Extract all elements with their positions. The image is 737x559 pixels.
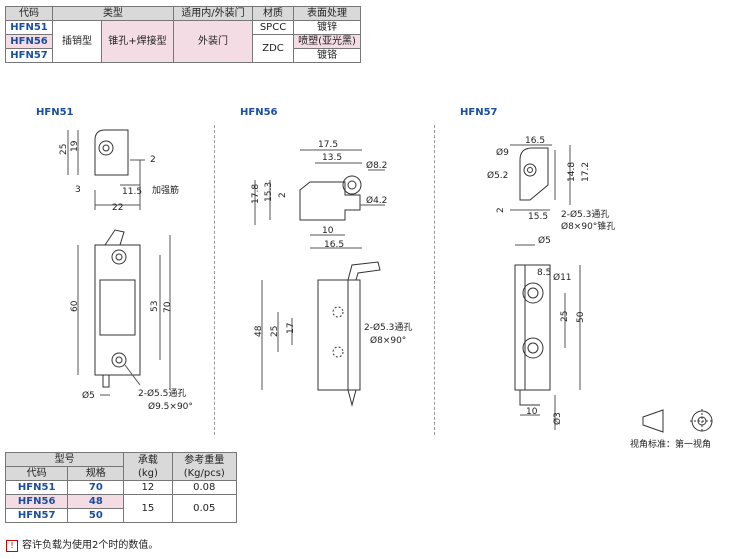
row-code: HFN51: [4, 480, 69, 495]
dim-label: 15.5: [528, 212, 548, 222]
dim-label: 11.5: [122, 187, 142, 197]
title-hfn56: HFN56: [240, 107, 278, 118]
projection-label: 视角标准：第一视角: [630, 438, 711, 450]
dim-label: 2: [496, 207, 506, 213]
type-pin: 插销型: [52, 20, 102, 63]
hfn56-front-view: [261, 261, 381, 407]
dim-label: 70: [163, 301, 173, 313]
row-weight: 0.08: [171, 480, 238, 495]
title-hfn57: HFN57: [460, 107, 498, 118]
dim-label: 2: [278, 192, 288, 198]
header-code: 代码: [4, 466, 69, 481]
row-code: HFN57: [5, 48, 53, 63]
title-hfn51: HFN51: [36, 107, 74, 118]
hole-note: 2-Ø5.5通孔: [138, 388, 186, 399]
hole-note: Ø8×90°锥孔: [561, 220, 615, 232]
dim-label: Ø5.2: [487, 170, 508, 181]
hfn51-front-view: [77, 229, 171, 396]
dimension-labels: 25 19 2 3 11.5 22 加强筋 60 53 70 Ø5 2-Ø5.5…: [59, 136, 711, 450]
dim-label: 2: [150, 155, 156, 165]
projection-symbol: [642, 409, 714, 433]
hole-note: Ø8×90°: [370, 335, 406, 346]
load-table: 型号 承载 (kg) 参考重量 (Kg/pcs) 代码 规格 HFN51 70 …: [4, 452, 238, 523]
dim-label: 17.2: [581, 162, 591, 182]
dim-label: 25: [560, 311, 570, 322]
dim-label: 10: [526, 407, 538, 417]
door-type: 外装门: [173, 20, 253, 63]
footnote: ! 容许负载为使用2个时的数值。: [6, 536, 158, 552]
header-spec: 规格: [67, 466, 125, 481]
dim-label: Ø4.2: [366, 195, 387, 206]
dim-label: 15.3: [264, 182, 274, 202]
dim-label: 50: [576, 311, 586, 323]
dim-label: 8.5: [537, 268, 551, 278]
dim-label: 10: [322, 226, 334, 236]
dim-label: 53: [150, 301, 160, 312]
row-surface: 镀铬: [293, 48, 361, 63]
dim-label: 17: [286, 323, 296, 334]
type-cone-weld: 锥孔+焊接型: [101, 20, 174, 63]
hfn56-side-view: [254, 149, 385, 249]
dim-label: 13.5: [322, 153, 342, 163]
header-model: 型号: [4, 452, 125, 467]
hole-note: 2-Ø5.3通孔: [561, 209, 609, 220]
dim-label: Ø5: [538, 235, 551, 246]
row-load: 15: [123, 494, 173, 523]
dim-label: 25: [270, 326, 280, 337]
row-spec: 48: [67, 494, 125, 509]
dim-label: Ø3: [552, 412, 563, 425]
divider: [434, 125, 435, 435]
dim-label: 22: [112, 203, 123, 213]
dim-label: 48: [254, 325, 264, 337]
header-weight: 参考重量 (Kg/pcs): [171, 452, 238, 481]
row-code: HFN57: [4, 508, 69, 523]
dim-label: Ø11: [553, 272, 572, 283]
row-spec: 70: [67, 480, 125, 495]
info-icon: !: [6, 540, 18, 552]
dim-label: 17.5: [318, 140, 338, 150]
dim-label: Ø5: [82, 390, 95, 401]
hole-note: 2-Ø5.3通孔: [364, 322, 412, 333]
rib-label: 加强筋: [152, 184, 179, 196]
dim-label: 17.8: [251, 184, 261, 204]
dim-label: 19: [70, 140, 80, 152]
row-load: 12: [123, 480, 173, 495]
dim-label: Ø9: [496, 147, 509, 158]
dim-label: 25: [59, 144, 69, 155]
dim-label: 3: [75, 185, 81, 195]
hfn51-side-view: [67, 129, 145, 210]
dim-label: Ø8.2: [366, 160, 387, 171]
material-zdc: ZDC: [252, 34, 294, 63]
hfn57-front-view: [514, 244, 581, 430]
dim-label: 60: [70, 300, 80, 312]
dim-label: 16.5: [525, 136, 545, 146]
spec-table: 代码 类型 适用内/外装门 材质 表面处理 HFN51 插销型 锥孔+焊接型 外…: [5, 6, 361, 63]
header-load: 承载 (kg): [123, 452, 173, 481]
dim-label: 16.5: [324, 240, 344, 250]
divider: [214, 125, 215, 435]
hole-note: Ø9.5×90°: [148, 401, 193, 412]
row-spec: 50: [67, 508, 125, 523]
row-code: HFN56: [4, 494, 69, 509]
footnote-text: 容许负载为使用2个时的数值。: [22, 540, 159, 551]
dim-label: 14.8: [567, 162, 577, 182]
row-weight: 0.05: [171, 494, 238, 523]
hfn57-side-view: [510, 144, 571, 211]
